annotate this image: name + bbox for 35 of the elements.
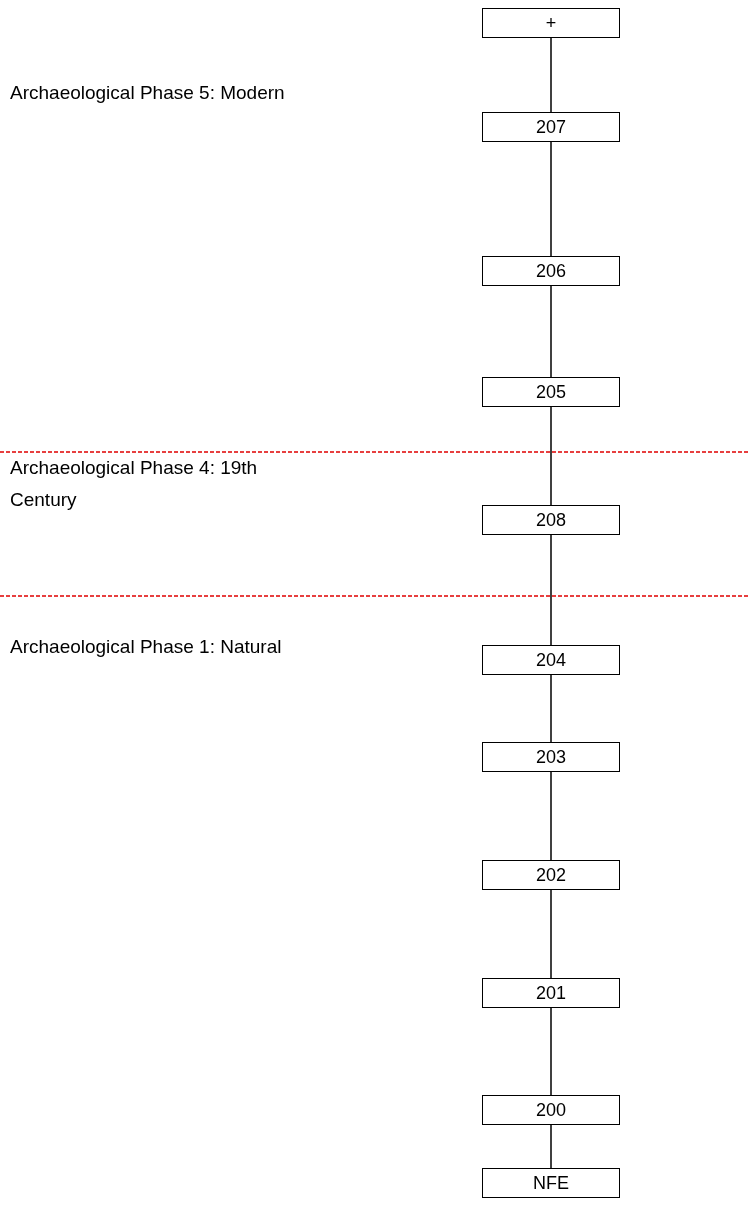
context-number: 207 (535, 116, 566, 138)
phase-label: Archaeological Phase 4: 19th Century (10, 456, 259, 512)
context-box (482, 8, 620, 38)
connector-line (550, 674, 552, 743)
connector-line (550, 1124, 552, 1169)
context-number: 202 (535, 864, 566, 886)
context-number: NFE (533, 1172, 569, 1194)
context-box (482, 645, 620, 675)
connector-line (550, 406, 552, 506)
context-number: 201 (535, 982, 566, 1004)
connector-line (550, 889, 552, 979)
context-box (482, 860, 620, 890)
context-number: 203 (535, 746, 566, 768)
context-number: 200 (535, 1099, 566, 1121)
context-box (482, 112, 620, 142)
context-number: 206 (535, 260, 566, 282)
connector-line (550, 534, 552, 646)
context-number: 208 (535, 509, 566, 531)
connector-line (550, 37, 552, 113)
context-box (482, 505, 620, 535)
context-box (482, 742, 620, 772)
context-box (482, 1095, 620, 1125)
phase-label: Archaeological Phase 1: Natural (10, 635, 283, 659)
connector-line (550, 771, 552, 861)
context-box (482, 978, 620, 1008)
context-number: 204 (535, 649, 566, 671)
context-box (482, 256, 620, 286)
context-box (482, 377, 620, 407)
context-number: + (545, 12, 557, 34)
connector-line (550, 285, 552, 378)
connector-line (550, 141, 552, 257)
context-box (482, 1168, 620, 1198)
phase-label: Archaeological Phase 5: Modern (10, 81, 286, 105)
connector-line (550, 1007, 552, 1096)
context-number: 205 (535, 381, 566, 403)
